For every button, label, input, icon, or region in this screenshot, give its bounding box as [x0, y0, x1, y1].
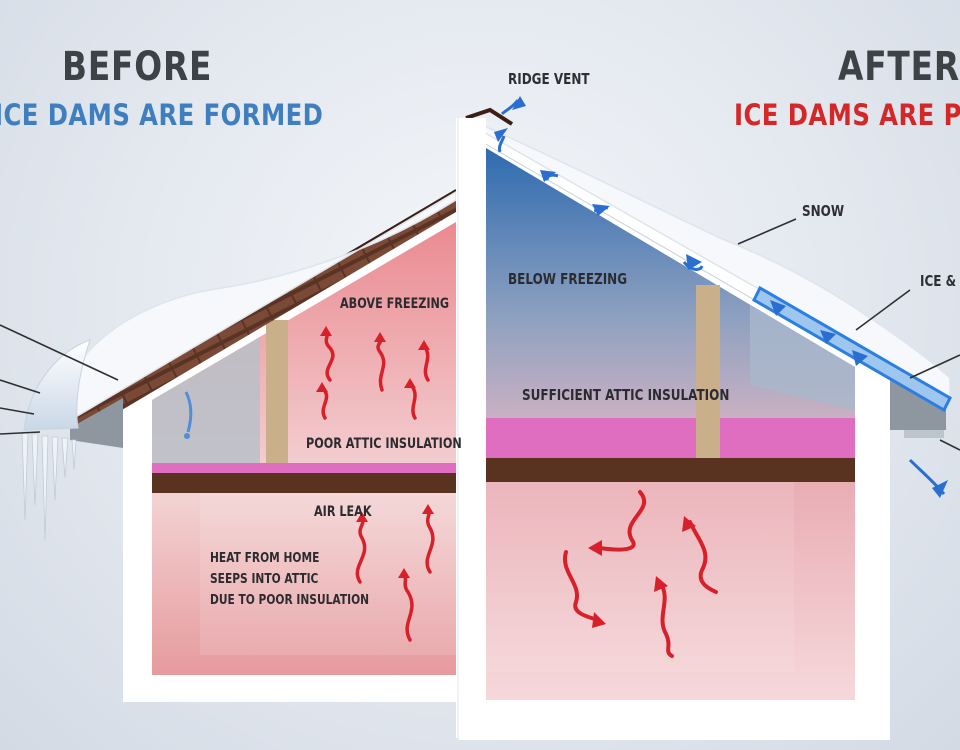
warm-air-arrow-icon [562, 490, 718, 658]
ridge-vent-arrow-head [512, 96, 526, 110]
center-divider [456, 118, 486, 738]
ridge-vent-label: RIDGE VENT [508, 70, 590, 88]
intake-arrow-head [932, 480, 948, 498]
after-subheading: ICE DAMS ARE PRE [734, 98, 960, 132]
icicle-icon [21, 431, 77, 541]
after-heading: AFTER [838, 44, 960, 90]
snow-label: SNOW [802, 202, 845, 220]
after-leader-lines [737, 218, 960, 451]
heat-note-line: HEAT FROM HOME [210, 551, 320, 566]
water-drip-icon [184, 391, 193, 433]
after-floor-beam [486, 458, 855, 482]
heat-note: HEAT FROM HOME SEEPS INTO ATTIC DUE TO P… [210, 548, 369, 611]
above-freezing-label: ABOVE FREEZING [340, 296, 450, 312]
below-freezing-label: BELOW FREEZING [508, 270, 628, 288]
warm-air-arrow-heads [316, 326, 434, 578]
before-attic-post [266, 320, 288, 472]
air-leak-label: AIR LEAK [314, 504, 372, 520]
after-soffit [750, 305, 855, 410]
before-soffit [152, 337, 260, 472]
after-room [486, 482, 855, 700]
poor-insulation-label: POOR ATTIC INSULATION [306, 436, 462, 452]
before-snow [59, 190, 457, 419]
before-floor-beam [152, 473, 456, 493]
after-thick-insulation [486, 418, 855, 458]
ice-water-shield [752, 285, 952, 413]
before-subheading: ICE DAMS ARE FORMED [0, 98, 324, 132]
before-leader-lines [0, 324, 119, 435]
warm-air-arrow-heads-after [588, 516, 696, 628]
sufficient-insulation-label: SUFFICIENT ATTIC INSULATION [522, 386, 730, 404]
heat-note-line: SEEPS INTO ATTIC [210, 572, 319, 587]
after-house [458, 107, 960, 740]
before-roof [66, 190, 456, 436]
before-thin-insulation [152, 463, 456, 473]
ice-water-label: ICE & [920, 272, 957, 290]
heat-note-line: DUE TO POOR INSULATION [210, 593, 370, 608]
before-eave [70, 398, 123, 448]
before-heading: BEFORE [62, 44, 213, 90]
